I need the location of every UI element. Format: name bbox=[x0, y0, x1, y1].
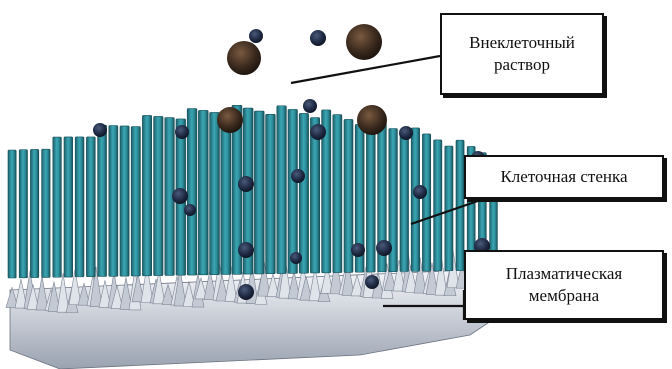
ion-particle bbox=[93, 123, 107, 137]
ion-particle bbox=[238, 284, 254, 300]
ion-particle bbox=[291, 169, 305, 183]
cell-wall-fiber bbox=[221, 115, 231, 275]
ion-particle bbox=[310, 124, 326, 140]
cell-wall-fiber bbox=[310, 118, 319, 273]
leader-extracellular bbox=[291, 56, 440, 83]
cell-wall-fiber bbox=[19, 150, 27, 278]
cell-wall-fiber bbox=[366, 118, 375, 272]
cell-wall-fiber bbox=[86, 137, 95, 277]
label-plasma-membrane: Плазматическая мембрана bbox=[464, 250, 664, 320]
label-cell-wall-text: Клеточная стенка bbox=[500, 166, 627, 188]
label-extracellular-solution: Внеклеточный раствор bbox=[440, 13, 604, 95]
ion-particle bbox=[310, 30, 326, 46]
cell-wall-fiber bbox=[98, 125, 107, 276]
cell-wall-fiber bbox=[299, 113, 308, 273]
cell-wall-fiber bbox=[75, 137, 84, 277]
label-extracellular-text: Внеклеточный раствор bbox=[469, 32, 575, 76]
ion-particle bbox=[184, 204, 196, 216]
ion-particle bbox=[376, 240, 392, 256]
cell-wall-fiber bbox=[142, 115, 151, 275]
cell-wall-fiber bbox=[434, 140, 442, 271]
ion-particle bbox=[351, 243, 365, 257]
label-membrane-text: Плазматическая мембрана bbox=[506, 263, 623, 307]
ion-particle bbox=[238, 176, 254, 192]
cell-wall-fiber bbox=[198, 110, 208, 274]
cell-wall-fiber bbox=[30, 149, 38, 277]
cell-wall-fiber bbox=[210, 112, 220, 274]
label-cell-wall: Клеточная стенка bbox=[464, 155, 664, 199]
ion-particle bbox=[290, 252, 302, 264]
cell-wall-fiber bbox=[400, 134, 409, 271]
ion-particle bbox=[413, 185, 427, 199]
cell-wall-fiber bbox=[42, 149, 50, 277]
cell-wall-fiber bbox=[109, 125, 118, 276]
ion-particle bbox=[238, 242, 254, 258]
protein-particle bbox=[346, 24, 382, 60]
cell-wall-fiber bbox=[64, 137, 73, 277]
cell-wall-fiber bbox=[288, 109, 297, 273]
cell-wall-fiber bbox=[131, 127, 140, 276]
protein-particle bbox=[357, 105, 387, 135]
cell-wall-fiber bbox=[8, 150, 16, 278]
ion-particle bbox=[175, 125, 189, 139]
cell-wall-fiber bbox=[411, 128, 419, 271]
protein-particle bbox=[217, 107, 243, 133]
cell-wall-fiber bbox=[333, 115, 342, 273]
cell-wall-fiber bbox=[266, 114, 276, 273]
protein-particle bbox=[227, 41, 261, 75]
cell-wall-fiber bbox=[422, 134, 430, 271]
cell-wall-fiber bbox=[254, 111, 264, 274]
cell-wall-fiber bbox=[120, 126, 129, 276]
ion-particle bbox=[249, 29, 263, 43]
ion-particle bbox=[399, 126, 413, 140]
cell-wall-fiber bbox=[53, 137, 62, 277]
ion-particle bbox=[303, 99, 317, 113]
cell-wall-fiber bbox=[445, 146, 453, 271]
cell-wall-fiber bbox=[154, 116, 163, 275]
cell-wall-fiber bbox=[277, 106, 287, 274]
ion-particle bbox=[365, 275, 379, 289]
ion-particle bbox=[172, 188, 188, 204]
